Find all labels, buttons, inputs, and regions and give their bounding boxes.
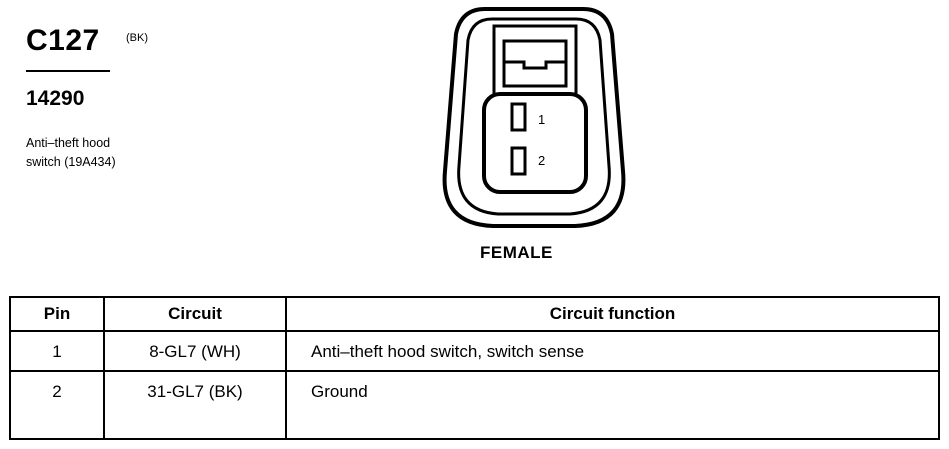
description-line-2: switch (19A434) <box>26 155 116 169</box>
table-row: 2 31-GL7 (BK) Ground <box>9 370 940 440</box>
row-1-function: Anti–theft hood switch, switch sense <box>285 330 940 372</box>
header-circuit-function: Circuit function <box>285 296 940 332</box>
connector-id: C127 <box>26 24 100 57</box>
row-2-circuit: 31-GL7 (BK) <box>147 382 243 401</box>
terminal-2-label: 2 <box>538 153 545 168</box>
connector-face-diagram: 1 2 <box>442 7 626 228</box>
terminal-1-cavity <box>510 102 527 132</box>
connector-gender-label: FEMALE <box>480 243 553 262</box>
row-1-circuit: 8-GL7 (WH) <box>103 330 287 372</box>
row-1-pin: 1 <box>9 330 105 372</box>
connector-description: Anti–theft hood switch (19A434) <box>26 134 196 172</box>
connector-inner-shell <box>457 17 611 216</box>
row-2-function: Ground <box>285 370 940 440</box>
terminal-cavity-block <box>482 92 588 194</box>
row-2-pin: 2 <box>9 370 105 440</box>
header-circuit: Circuit <box>103 296 287 332</box>
locking-tab <box>502 39 568 88</box>
terminal-2-cavity <box>510 146 527 176</box>
table-row: 1 8-GL7 (WH) Anti–theft hood switch, swi… <box>9 330 940 372</box>
header-divider <box>26 70 110 72</box>
part-number: 14290 <box>26 87 85 110</box>
connector-color-code: (BK) <box>126 32 148 44</box>
pinout-table: Pin Circuit Circuit function 1 8-GL7 (WH… <box>9 296 940 440</box>
connector-outer-shell <box>442 7 626 228</box>
header-pin: Pin <box>9 296 105 332</box>
terminal-1-label: 1 <box>538 112 545 127</box>
description-line-1: Anti–theft hood <box>26 136 111 150</box>
table-header-row: Pin Circuit Circuit function <box>9 296 940 332</box>
connector-header: C127 (BK) <box>26 24 148 57</box>
